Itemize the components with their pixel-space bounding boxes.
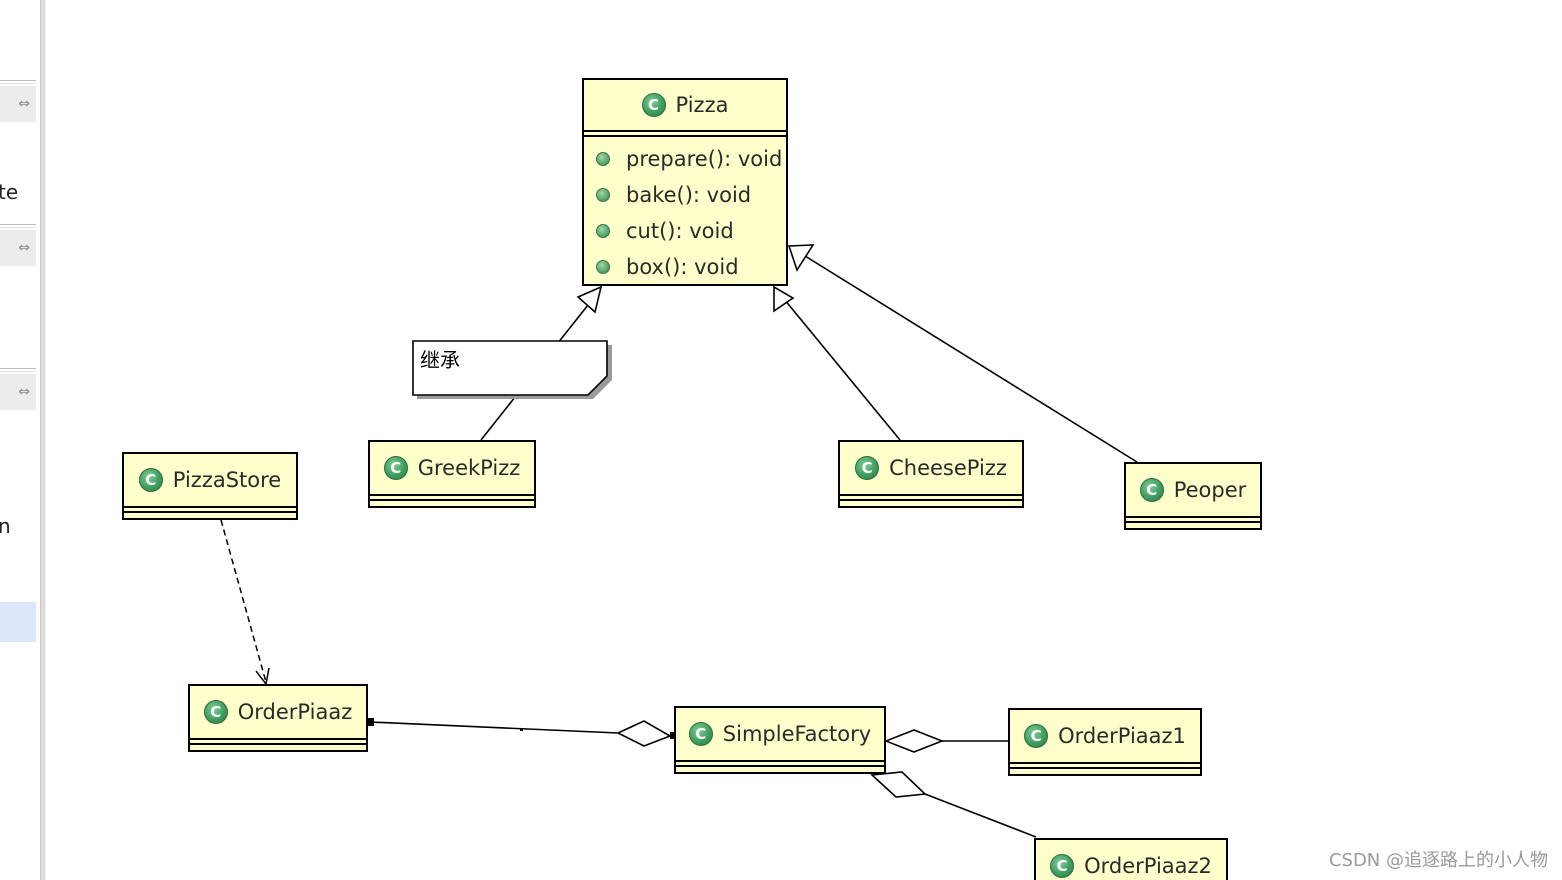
method-box[interactable]: box(): void — [584, 249, 786, 285]
palette-partial-label: n — [0, 514, 11, 538]
inheritance-note[interactable]: 继承 — [412, 340, 608, 396]
palette-separator — [0, 368, 36, 372]
class-name: Pizza — [675, 93, 729, 117]
class-name: Peoper — [1173, 478, 1247, 502]
class-icon: C — [1024, 724, 1049, 748]
palette-selected-item[interactable] — [0, 602, 36, 642]
class-compartments — [370, 494, 534, 501]
class-name: PizzaStore — [172, 468, 282, 492]
method-bake[interactable]: bake(): void — [584, 177, 786, 213]
edge-peoper-pizza — [804, 255, 1138, 463]
edge-orderpiaaz-simplefactory — [369, 721, 619, 734]
class-name: SimpleFactory — [722, 722, 872, 746]
class-icon: C — [641, 93, 666, 117]
method-label: prepare(): void — [626, 147, 783, 171]
method-label: cut(): void — [626, 219, 734, 243]
class-header: C SimpleFactory — [676, 708, 884, 760]
inheritance-arrowhead — [576, 285, 603, 314]
class-greekpizz[interactable]: C GreekPizz — [368, 440, 536, 508]
class-compartments — [1010, 762, 1200, 769]
class-icon: C — [383, 456, 408, 480]
watermark: CSDN @追逐路上的小人物 — [1328, 850, 1548, 871]
class-name: OrderPiaaz — [237, 700, 353, 724]
class-orderpiaaz[interactable]: C OrderPiaaz — [188, 684, 368, 752]
palette-divider[interactable] — [40, 0, 46, 880]
class-pizzastore[interactable]: C PizzaStore — [122, 452, 298, 520]
public-method-icon — [596, 188, 610, 202]
double-arrow-icon: ⇔ — [18, 96, 30, 112]
class-compartments — [124, 506, 296, 513]
method-label: bake(): void — [626, 183, 752, 207]
method-cut[interactable]: cut(): void — [584, 213, 786, 249]
inheritance-arrowhead — [787, 244, 815, 272]
class-name: GreekPizz — [417, 456, 521, 480]
edge-orderpiaaz2-simplefactory — [924, 793, 1037, 838]
palette-separator — [0, 80, 36, 84]
class-header: C Peoper — [1126, 464, 1260, 516]
class-name: OrderPiaaz2 — [1084, 854, 1212, 878]
class-icon: C — [1050, 854, 1075, 878]
class-icon: C — [855, 456, 880, 480]
public-method-icon — [596, 152, 610, 166]
palette-collapse-button-2[interactable]: ⇔ — [0, 230, 36, 266]
edge-pizzastore-orderpiaaz — [220, 519, 267, 683]
double-arrow-icon: ⇔ — [18, 240, 30, 256]
class-header: C OrderPiaaz — [190, 686, 366, 738]
attribute-compartment — [584, 130, 786, 137]
public-method-icon — [596, 260, 610, 274]
class-name: CheesePizz — [889, 456, 1007, 480]
palette-partial-label: te — [0, 180, 19, 204]
class-header: C OrderPiaaz1 — [1010, 710, 1200, 762]
method-label: box(): void — [626, 255, 739, 279]
double-arrow-icon: ⇔ — [18, 384, 30, 400]
inheritance-arrowhead — [773, 285, 795, 313]
method-prepare[interactable]: prepare(): void — [584, 141, 786, 177]
palette-collapse-button-3[interactable]: ⇔ — [0, 374, 36, 410]
class-pizza[interactable]: C Pizza prepare(): void bake(): void cut… — [582, 78, 788, 286]
class-cheesepizz[interactable]: C CheesePizz — [838, 440, 1024, 508]
class-compartments — [1126, 516, 1260, 523]
dependency-arrowhead — [255, 667, 270, 686]
palette-collapse-button-1[interactable]: ⇔ — [0, 86, 36, 122]
palette-separator — [0, 224, 36, 228]
class-simplefactory[interactable]: C SimpleFactory — [674, 706, 886, 774]
class-icon: C — [688, 722, 713, 746]
class-peoper[interactable]: C Peoper — [1124, 462, 1262, 530]
class-name: OrderPiaaz1 — [1058, 724, 1186, 748]
edge-cheesepizz-pizza — [783, 298, 901, 441]
class-header: C OrderPiaaz2 — [1036, 840, 1226, 880]
public-method-icon — [596, 224, 610, 238]
class-orderpiaaz1[interactable]: C OrderPiaaz1 — [1008, 708, 1202, 776]
palette-sidebar: ⇔ te ⇔ ⇔ n — [0, 0, 36, 880]
note-text: 继承 — [420, 348, 460, 372]
aggregation-diamond — [883, 729, 945, 753]
class-compartments — [676, 760, 884, 767]
class-orderpiaaz2[interactable]: C OrderPiaaz2 — [1034, 838, 1228, 880]
class-compartments — [190, 738, 366, 745]
class-compartments — [840, 494, 1022, 501]
aggregation-diamond — [870, 771, 927, 798]
class-header: C CheesePizz — [840, 442, 1022, 494]
aggregation-diamond — [616, 720, 672, 747]
class-header: C Pizza — [584, 80, 786, 130]
class-icon: C — [203, 700, 228, 724]
class-header: C GreekPizz — [370, 442, 534, 494]
class-icon: C — [138, 468, 163, 492]
class-icon: C — [1139, 478, 1164, 502]
method-compartment: prepare(): void bake(): void cut(): void… — [584, 137, 786, 285]
class-header: C PizzaStore — [124, 454, 296, 506]
